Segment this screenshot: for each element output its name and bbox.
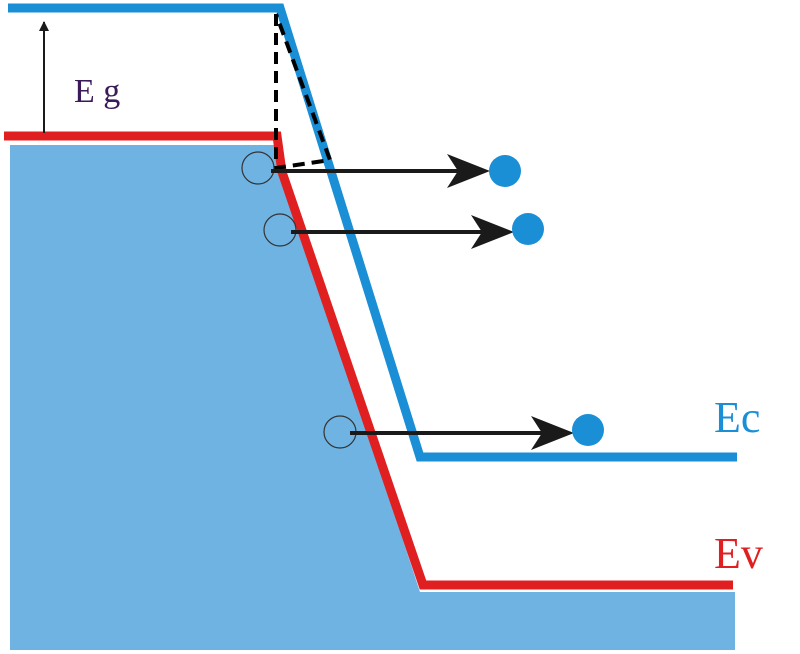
tunneling-electron-middle xyxy=(512,213,544,245)
hole-top xyxy=(241,151,275,185)
tunneling-arrowhead-middle xyxy=(471,215,514,249)
conduction-band-label: Ec xyxy=(714,393,760,442)
bandgap-label: E g xyxy=(74,73,120,110)
tunneling-arrowhead-bottom xyxy=(531,416,574,450)
tunneling-electron-bottom xyxy=(572,414,604,446)
tunneling-electron-top xyxy=(489,155,521,187)
tunneling-triangle xyxy=(274,13,333,171)
filled-valence-region xyxy=(10,145,735,650)
valence-band-label: Ev xyxy=(714,529,763,578)
tunneling-arrowhead-top xyxy=(447,154,490,188)
